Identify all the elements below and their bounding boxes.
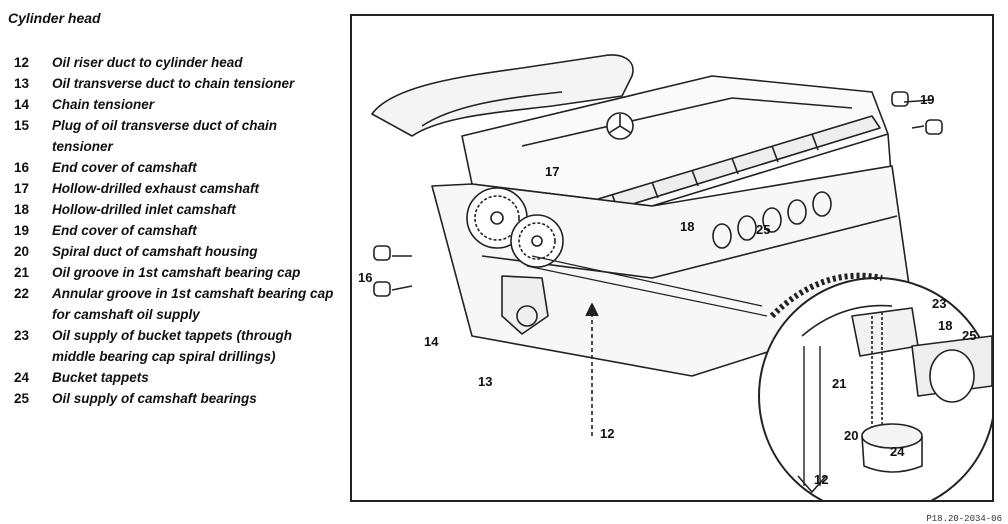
diagram-title: Cylinder head <box>8 10 101 26</box>
callout-label: 19 <box>920 92 934 107</box>
callout-label: 25 <box>756 222 770 237</box>
callout-label: 12 <box>814 472 828 487</box>
callout-label: 24 <box>890 444 905 459</box>
callout-label: 18 <box>938 318 952 333</box>
callout-label: 25 <box>962 328 976 343</box>
callout-label: 17 <box>545 164 559 179</box>
callout-label: 20 <box>844 428 858 443</box>
callout-label: 16 <box>358 270 372 285</box>
engine-illustration: 19 17 18 25 16 14 13 12 23 18 25 21 20 2… <box>358 54 992 500</box>
callout-label: 23 <box>932 296 946 311</box>
figure-code: P18.20-2034-06 <box>926 514 1002 524</box>
callout-label: 13 <box>478 374 492 389</box>
callout-label: 14 <box>424 334 439 349</box>
callout-label: 21 <box>832 376 846 391</box>
engine-illustration-frame: 19 17 18 25 16 14 13 12 23 18 25 21 20 2… <box>350 14 994 502</box>
callout-label: 12 <box>600 426 614 441</box>
callout-label: 18 <box>680 219 694 234</box>
